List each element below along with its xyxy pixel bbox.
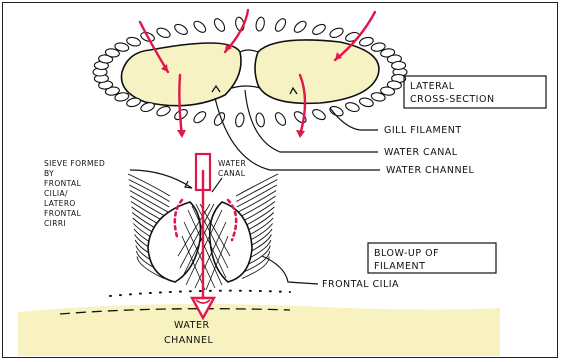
cilium	[311, 108, 327, 122]
cilium	[155, 105, 171, 118]
lateral-cross-section-drawing	[93, 10, 407, 138]
frontal-cilia-label: FRONTAL CILIA	[322, 279, 399, 290]
bottom-channel-label: CHANNEL	[164, 335, 213, 346]
cilium	[344, 101, 360, 113]
cirrus-hair	[129, 185, 169, 207]
bottom-channel-band	[18, 304, 500, 356]
lateral-label-line2: CROSS-SECTION	[410, 94, 495, 105]
cirrus-hair	[238, 196, 276, 218]
cirrus-hair	[237, 191, 276, 213]
blowup-line2: FILAMENT	[374, 261, 425, 272]
cilium	[212, 17, 226, 33]
blowup-line1: BLOW-UP OF	[374, 248, 439, 259]
cilium	[155, 26, 171, 39]
cilium	[192, 19, 208, 34]
bottom-water-label: WATER	[174, 320, 210, 331]
cilium	[273, 111, 287, 127]
cilium	[311, 22, 327, 36]
small-canal-label: CANAL	[218, 169, 246, 178]
sieve-line-5: FRONTAL	[44, 209, 82, 218]
canal-gap-top	[240, 50, 258, 52]
sieve-line-4: LATERO	[44, 199, 76, 208]
cilium	[328, 26, 344, 39]
gill-filament-label: GILL FILAMENT	[384, 125, 462, 136]
water-canal-label: WATER CANAL	[384, 147, 458, 158]
flow-arrowhead-5	[296, 130, 305, 138]
cilium	[273, 17, 287, 33]
cilium	[173, 22, 189, 36]
flow-arrowhead-4	[177, 130, 186, 138]
sieve-line-6: CIRRI	[44, 219, 66, 228]
leader-frontal-cilia	[262, 256, 318, 284]
sieve-label: SIEVE FORMED BY FRONTAL CILIA/ LATERO FR…	[44, 159, 105, 228]
cilium	[292, 19, 308, 34]
leader-small-canal	[212, 178, 222, 192]
sieve-line-0: SIEVE FORMED	[44, 159, 105, 168]
right-chamber	[255, 40, 379, 103]
small-water-label: WATER	[218, 159, 246, 168]
cilium	[391, 61, 405, 70]
cilium	[255, 16, 266, 31]
cirrus-hair	[236, 180, 277, 202]
cilium	[234, 112, 245, 127]
lateral-label-line1: LATERAL	[410, 81, 455, 92]
cilium	[140, 101, 156, 113]
sieve-line-2: FRONTAL	[44, 179, 82, 188]
cilium	[255, 112, 266, 127]
frontal-dots	[110, 291, 290, 296]
sieve-line-1: BY	[44, 169, 54, 178]
water-channel-label: WATER CHANNEL	[386, 165, 475, 176]
cirrus-hair	[237, 185, 277, 207]
sieve-line-3: CILIA/	[44, 189, 68, 198]
cilium	[192, 110, 208, 125]
cirrus-hair	[130, 196, 168, 218]
cirrus-hair	[130, 191, 169, 213]
left-chamber	[121, 43, 241, 106]
canal-gap-bottom	[232, 86, 260, 88]
